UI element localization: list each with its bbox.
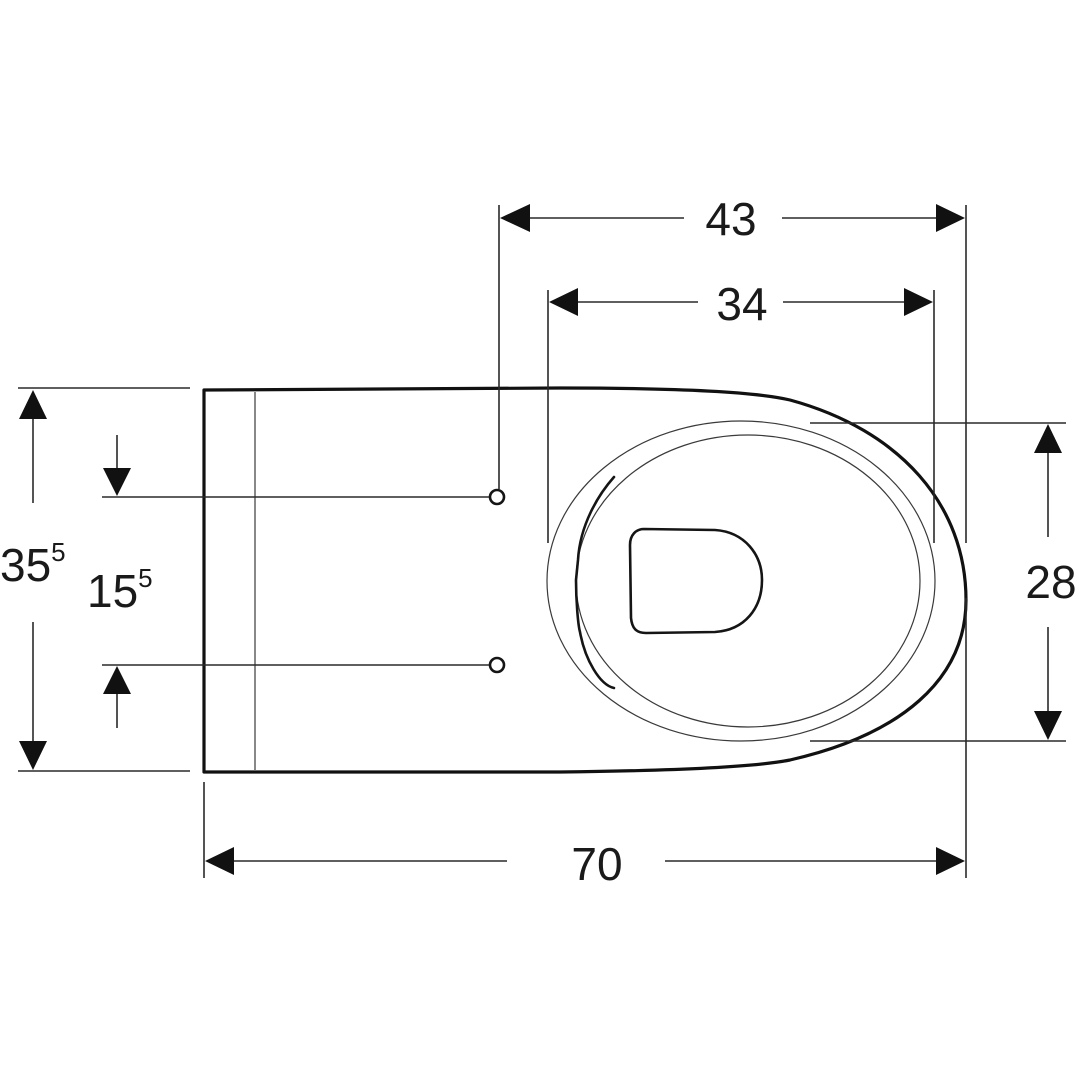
arrow-down-icon — [1034, 711, 1062, 740]
arrow-left-icon — [549, 288, 578, 316]
mounting-holes — [488, 488, 506, 674]
arrow-right-icon — [904, 288, 933, 316]
dimension-28: 28 — [1025, 424, 1077, 740]
dimension-43: 43 — [500, 193, 965, 245]
dimension-label-70: 70 — [571, 838, 622, 890]
bowl-rim — [546, 420, 936, 742]
arrow-right-icon — [936, 847, 965, 875]
rim-inner — [575, 434, 921, 728]
dimension-label-34: 34 — [716, 278, 767, 330]
body-outline — [202, 386, 968, 774]
dimension-70: 70 — [205, 838, 965, 890]
extension-lines — [18, 205, 1066, 878]
rim-outer — [546, 420, 936, 742]
bowl-inner-contour — [574, 475, 616, 690]
arrow-up-icon — [1034, 424, 1062, 453]
arrow-down-icon — [103, 468, 131, 496]
dimension-label-28: 28 — [1025, 556, 1076, 608]
arrow-down-icon — [19, 741, 47, 770]
arrow-left-icon — [205, 847, 234, 875]
arrow-left-icon — [500, 204, 530, 232]
dimension-label-15-5: 155 — [87, 563, 153, 617]
dimension-label-35-5: 355 — [0, 537, 66, 591]
dimension-35-5: 355 — [0, 390, 66, 770]
mounting-hole-bottom — [488, 656, 506, 674]
drain-outlet — [628, 527, 764, 635]
dimension-label-43: 43 — [705, 193, 756, 245]
dimension-15-5: 155 — [87, 435, 153, 728]
dimension-34: 34 — [549, 278, 933, 330]
arrow-up-icon — [19, 390, 47, 419]
mounting-hole-top — [488, 488, 506, 506]
arrow-up-icon — [103, 666, 131, 694]
toilet-body — [202, 386, 968, 774]
arrow-right-icon — [936, 204, 965, 232]
